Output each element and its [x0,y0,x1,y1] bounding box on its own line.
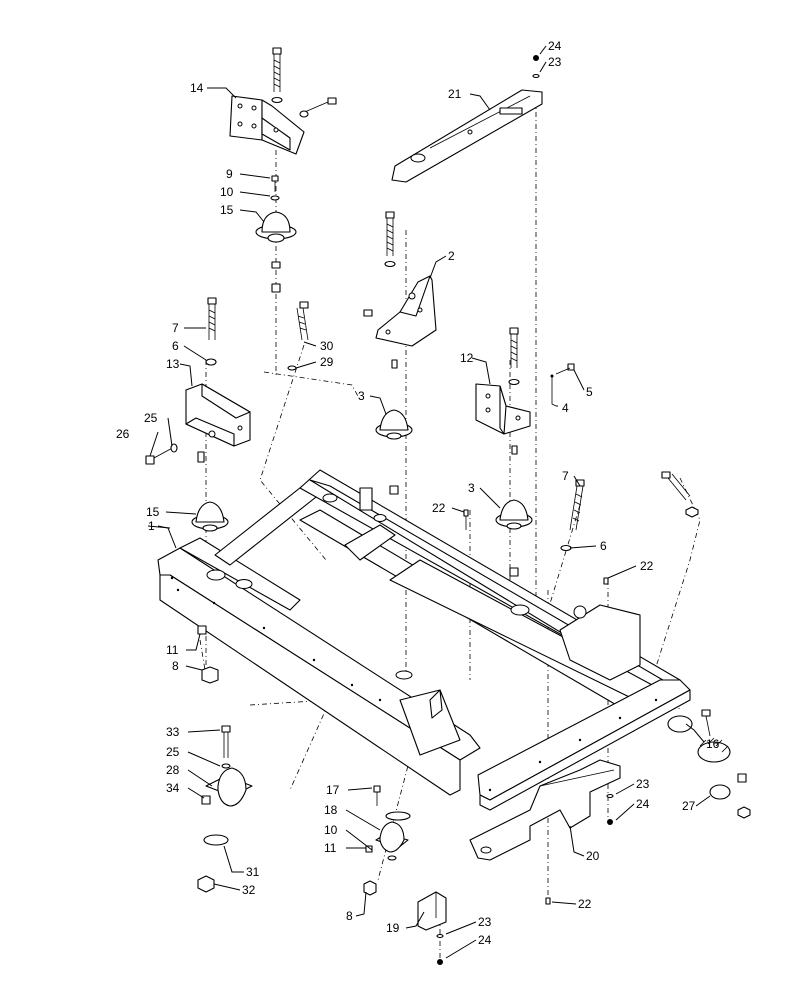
callout-23a: 23 [548,55,562,69]
bolt-part-30 [287,301,309,371]
callout-5: 5 [586,385,593,399]
callout-12: 12 [460,351,474,365]
main-frame-part-1 [157,469,691,811]
mount-part-28 [201,725,253,807]
callout-25a: 25 [144,411,158,425]
nut-washer-top-right [532,55,540,79]
callout-leader-lines [147,45,711,959]
callout-30: 30 [320,339,334,353]
callout-22b: 22 [640,559,654,573]
callout-8b: 8 [346,909,353,923]
callout-6b: 6 [600,539,607,553]
washer-part-27 [709,784,751,819]
callout-13: 13 [166,357,180,371]
callout-16: 16 [706,737,720,751]
callout-18: 18 [324,803,338,817]
callout-10a: 10 [220,185,234,199]
callout-2: 2 [448,249,455,263]
callout-21: 21 [448,87,462,101]
callout-10b: 10 [324,823,338,837]
washer-nut-lower-left [197,625,219,684]
nut-part-32 [197,875,215,893]
washer-part-31 [203,834,229,846]
plate-part-20 [469,759,621,861]
isolator-mount-part-3-center [375,359,413,495]
callout-6a: 6 [172,339,179,353]
callout-22a: 22 [432,501,446,515]
bracket-part-13 [185,297,251,447]
callout-3a: 3 [358,389,365,403]
callout-11a: 11 [166,643,179,657]
callout-1: 1 [148,519,155,533]
bracket-part-12 [475,327,575,435]
callout-33: 33 [166,725,180,739]
plate-part-21 [391,89,543,183]
callout-8a: 8 [172,659,179,673]
callout-labels: 1 2 3 3 4 5 6 6 7 7 8 8 9 10 10 11 11 12… [116,39,720,947]
callout-29: 29 [320,355,334,369]
callout-7b: 7 [562,469,569,483]
callout-24b: 24 [636,797,650,811]
small-bolt-near-14 [299,97,337,118]
bracket-part-19 [417,891,447,965]
callout-14: 14 [190,81,204,95]
frame-rivets [170,576,658,792]
callout-15b: 15 [146,505,160,519]
screw-part-22-center [463,509,469,530]
callout-3b: 3 [468,481,475,495]
callout-20: 20 [586,849,600,863]
isolator-mount-part-15-lower [191,451,229,532]
mount-part-18 [363,785,411,896]
callout-23b: 23 [636,777,650,791]
bolt-above-14 [271,47,283,104]
bracket-part-2 [363,211,437,347]
bolt-upper-right [661,471,699,518]
callout-7a: 7 [172,321,179,335]
callout-24c: 24 [478,933,492,947]
callout-22c: 22 [578,897,592,911]
callout-24a: 24 [548,39,562,53]
clip-part-4 [550,374,557,407]
callout-32: 32 [242,883,256,897]
screw-part-22-right [603,577,609,585]
washer-nut-right-bottom [545,793,614,905]
callout-11b: 11 [324,841,337,855]
callout-15a: 15 [220,203,234,217]
isolator-mount-part-3-right [495,445,533,577]
callout-17: 17 [326,783,340,797]
bolt-part-7-right [560,479,585,552]
callout-26: 26 [116,427,130,441]
callout-28: 28 [166,763,180,777]
callout-19: 19 [386,921,400,935]
bracket-part-14 [229,95,305,155]
callout-23c: 23 [478,915,492,929]
isolator-mount-part-15-upper [255,211,297,293]
bolt-part-9 [270,175,280,201]
callout-34: 34 [166,781,180,795]
mount-part-16 [667,709,747,783]
callout-25b: 25 [166,745,180,759]
callout-31: 31 [246,865,260,879]
callout-4: 4 [562,401,569,415]
callout-27: 27 [682,799,696,813]
callout-9: 9 [226,167,233,181]
